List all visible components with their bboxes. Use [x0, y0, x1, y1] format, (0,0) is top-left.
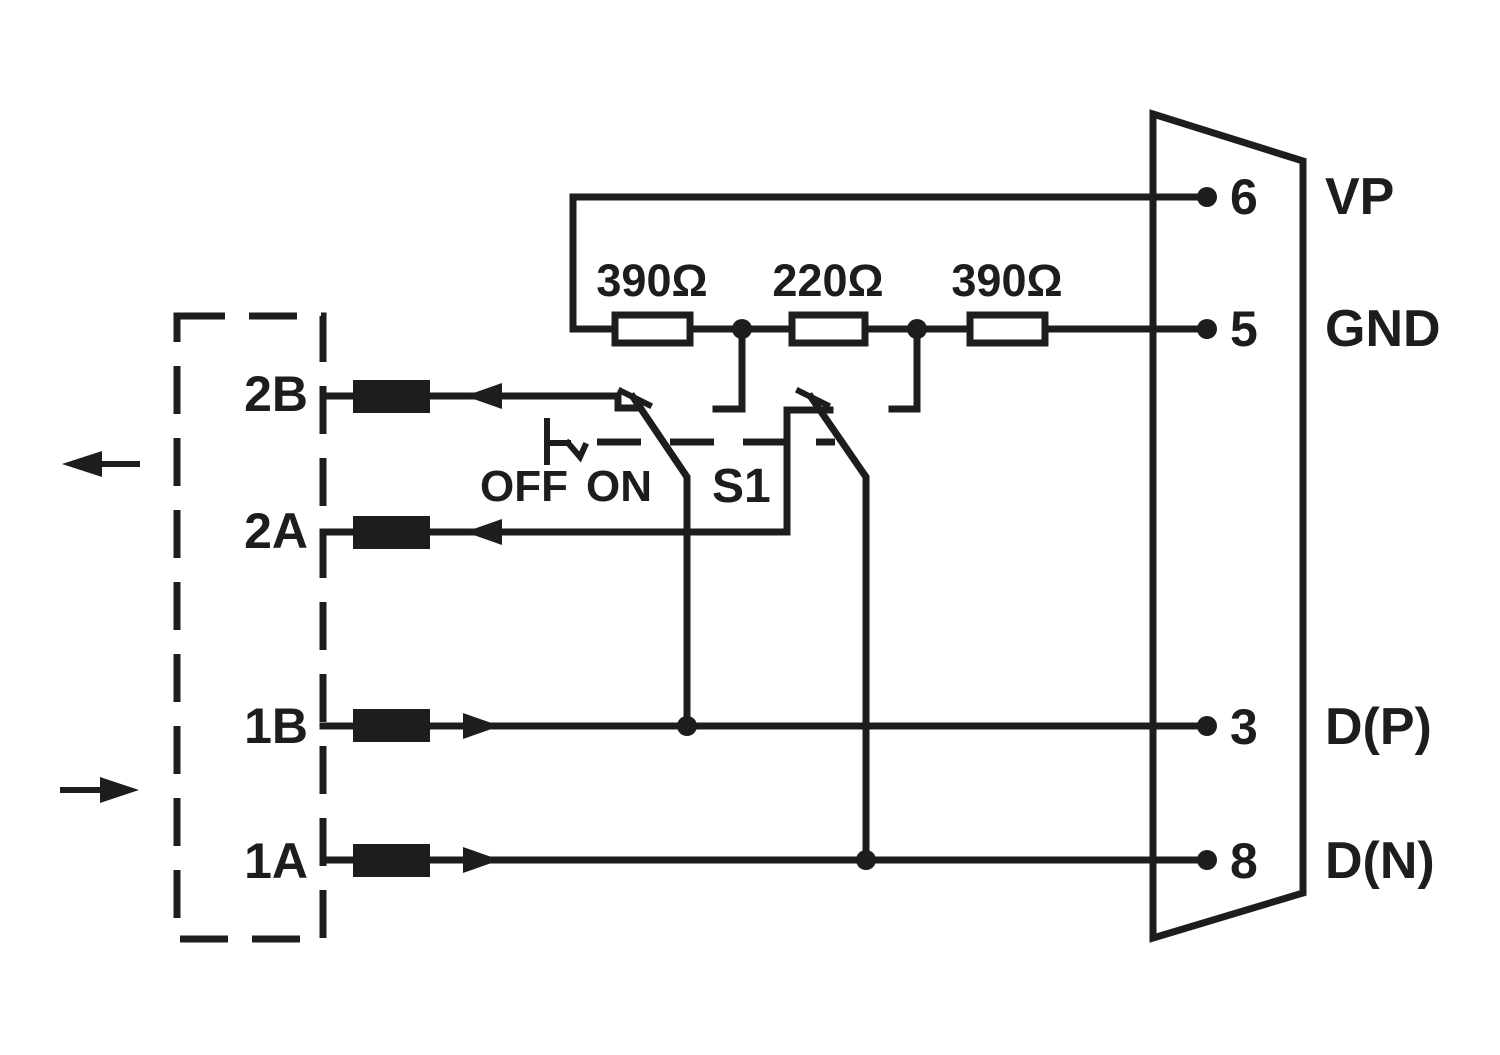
arrowhead-2b-left	[465, 383, 502, 409]
direction-arrow-right	[60, 777, 139, 803]
pin-3-dot	[1197, 716, 1217, 736]
switch-blade-2	[806, 392, 870, 864]
junction-dots-group	[677, 319, 927, 870]
junction-dot-resistor-2-3	[907, 319, 927, 339]
junction-dot-blade2-dn	[856, 850, 876, 870]
terminals-group: 2B 2A 1B 1A	[244, 366, 430, 889]
resistor-220-label: 220Ω	[772, 255, 883, 306]
direction-arrow-right-head	[100, 777, 139, 803]
junction-dot-resistor-1-2	[732, 319, 752, 339]
resistor-390-left-label: 390Ω	[596, 255, 707, 306]
switch-name-label: S1	[712, 460, 771, 513]
pin-6-number: 6	[1230, 169, 1258, 225]
pin-3-number: 3	[1230, 699, 1258, 755]
terminal-label-1b: 1B	[244, 698, 308, 754]
wire-arrowheads-group	[463, 383, 502, 873]
pin-6-signal-vp: VP	[1325, 168, 1394, 226]
resistor-220-body	[788, 311, 869, 347]
switch-position-indicator-icon	[544, 418, 589, 465]
switch-s1-group: OFF ON S1	[480, 386, 870, 864]
dsub-connector-group: 6 5 3 8 VP GND D(P) D(N)	[1149, 109, 1441, 943]
cable-dashed-outline	[173, 312, 327, 943]
direction-arrow-left-head	[62, 451, 102, 477]
switch-off-label: OFF	[480, 462, 568, 511]
arrowhead-1b-right	[463, 713, 500, 739]
switch-blade-2-contact-tick	[794, 386, 832, 410]
wire-junction1-drop	[712, 325, 746, 413]
terminal-label-1a: 1A	[244, 833, 308, 889]
arrowhead-1a-right	[463, 847, 500, 873]
pin-3-signal-dp: D(P)	[1325, 698, 1432, 756]
resistor-390-right-label: 390Ω	[951, 255, 1062, 306]
pin-8-dot	[1197, 850, 1217, 870]
pin-6-dot	[1197, 187, 1217, 207]
resistor-390-left-body	[611, 311, 694, 347]
junction-dot-blade1-dp	[677, 716, 697, 736]
direction-arrow-left	[62, 451, 140, 477]
pin-8-number: 8	[1230, 833, 1258, 889]
pin-5-dot	[1197, 319, 1217, 339]
switch-blade-1-contact-tick	[616, 386, 654, 410]
terminal-block-2b	[353, 380, 430, 413]
wire-vp-loop	[569, 193, 1211, 333]
switch-on-label: ON	[586, 462, 652, 511]
terminal-label-2b: 2B	[244, 366, 308, 422]
dsub-connector-outline	[1149, 109, 1307, 943]
pin-5-number: 5	[1230, 301, 1258, 357]
switch-blade-1	[628, 392, 691, 730]
pin-5-signal-gnd: GND	[1325, 300, 1441, 358]
terminal-block-1b	[353, 709, 430, 742]
termination-resistors-group: 390Ω 220Ω 390Ω	[596, 255, 1063, 347]
resistor-390-right-body	[966, 311, 1049, 347]
pin-8-signal-dn: D(N)	[1325, 832, 1435, 890]
cable-boundary-group	[60, 312, 327, 943]
terminal-label-2a: 2A	[244, 503, 308, 559]
arrowhead-2a-left	[465, 519, 502, 545]
terminal-block-1a	[353, 844, 430, 877]
wire-junction2-drop	[888, 325, 921, 413]
wire-terminal-2a	[319, 406, 834, 536]
wires-group	[319, 193, 1211, 864]
terminal-block-2a	[353, 516, 430, 549]
